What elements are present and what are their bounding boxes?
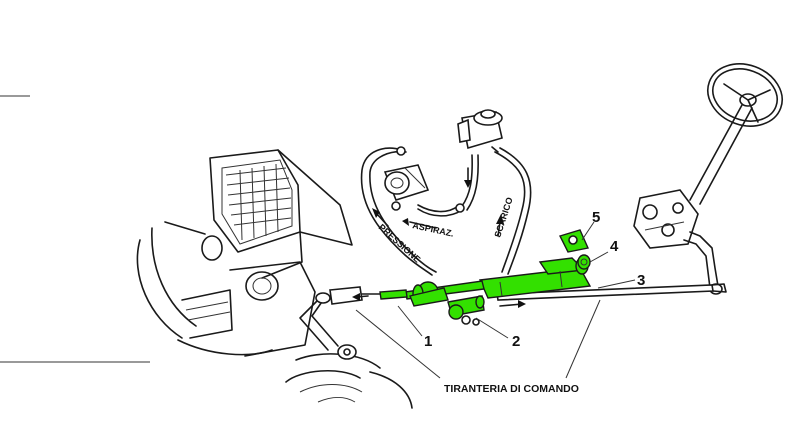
label-part-3: 3: [637, 272, 645, 289]
label-aspiraz: ASPIRAZ.: [412, 220, 455, 239]
tractor-front-outline: [0, 95, 413, 409]
fitting-part-2: [447, 295, 485, 326]
rod-end-part-1: [329, 281, 449, 307]
wheel-steering-arm: [299, 292, 357, 360]
label-scarico: SCARICO: [492, 196, 514, 239]
label-part-2: 2: [512, 333, 520, 350]
steering-wheel-column: [633, 63, 783, 295]
hydraulic-pump: [383, 164, 430, 201]
bracket-part-5: [559, 229, 589, 253]
label-part-1: 1: [424, 333, 432, 350]
tie-rod-part-3: [496, 283, 727, 301]
bushing-part-4: [577, 254, 591, 270]
hydraulic-lines: [360, 146, 532, 276]
label-part-4: 4: [610, 238, 619, 255]
oil-reservoir: [457, 109, 503, 153]
leader-lines: [355, 221, 636, 379]
caption-tiranteria: TIRANTERIA DI COMANDO: [444, 383, 579, 395]
label-part-5: 5: [592, 209, 600, 226]
movement-arrows: [352, 293, 526, 308]
flow-arrows: [372, 167, 504, 237]
